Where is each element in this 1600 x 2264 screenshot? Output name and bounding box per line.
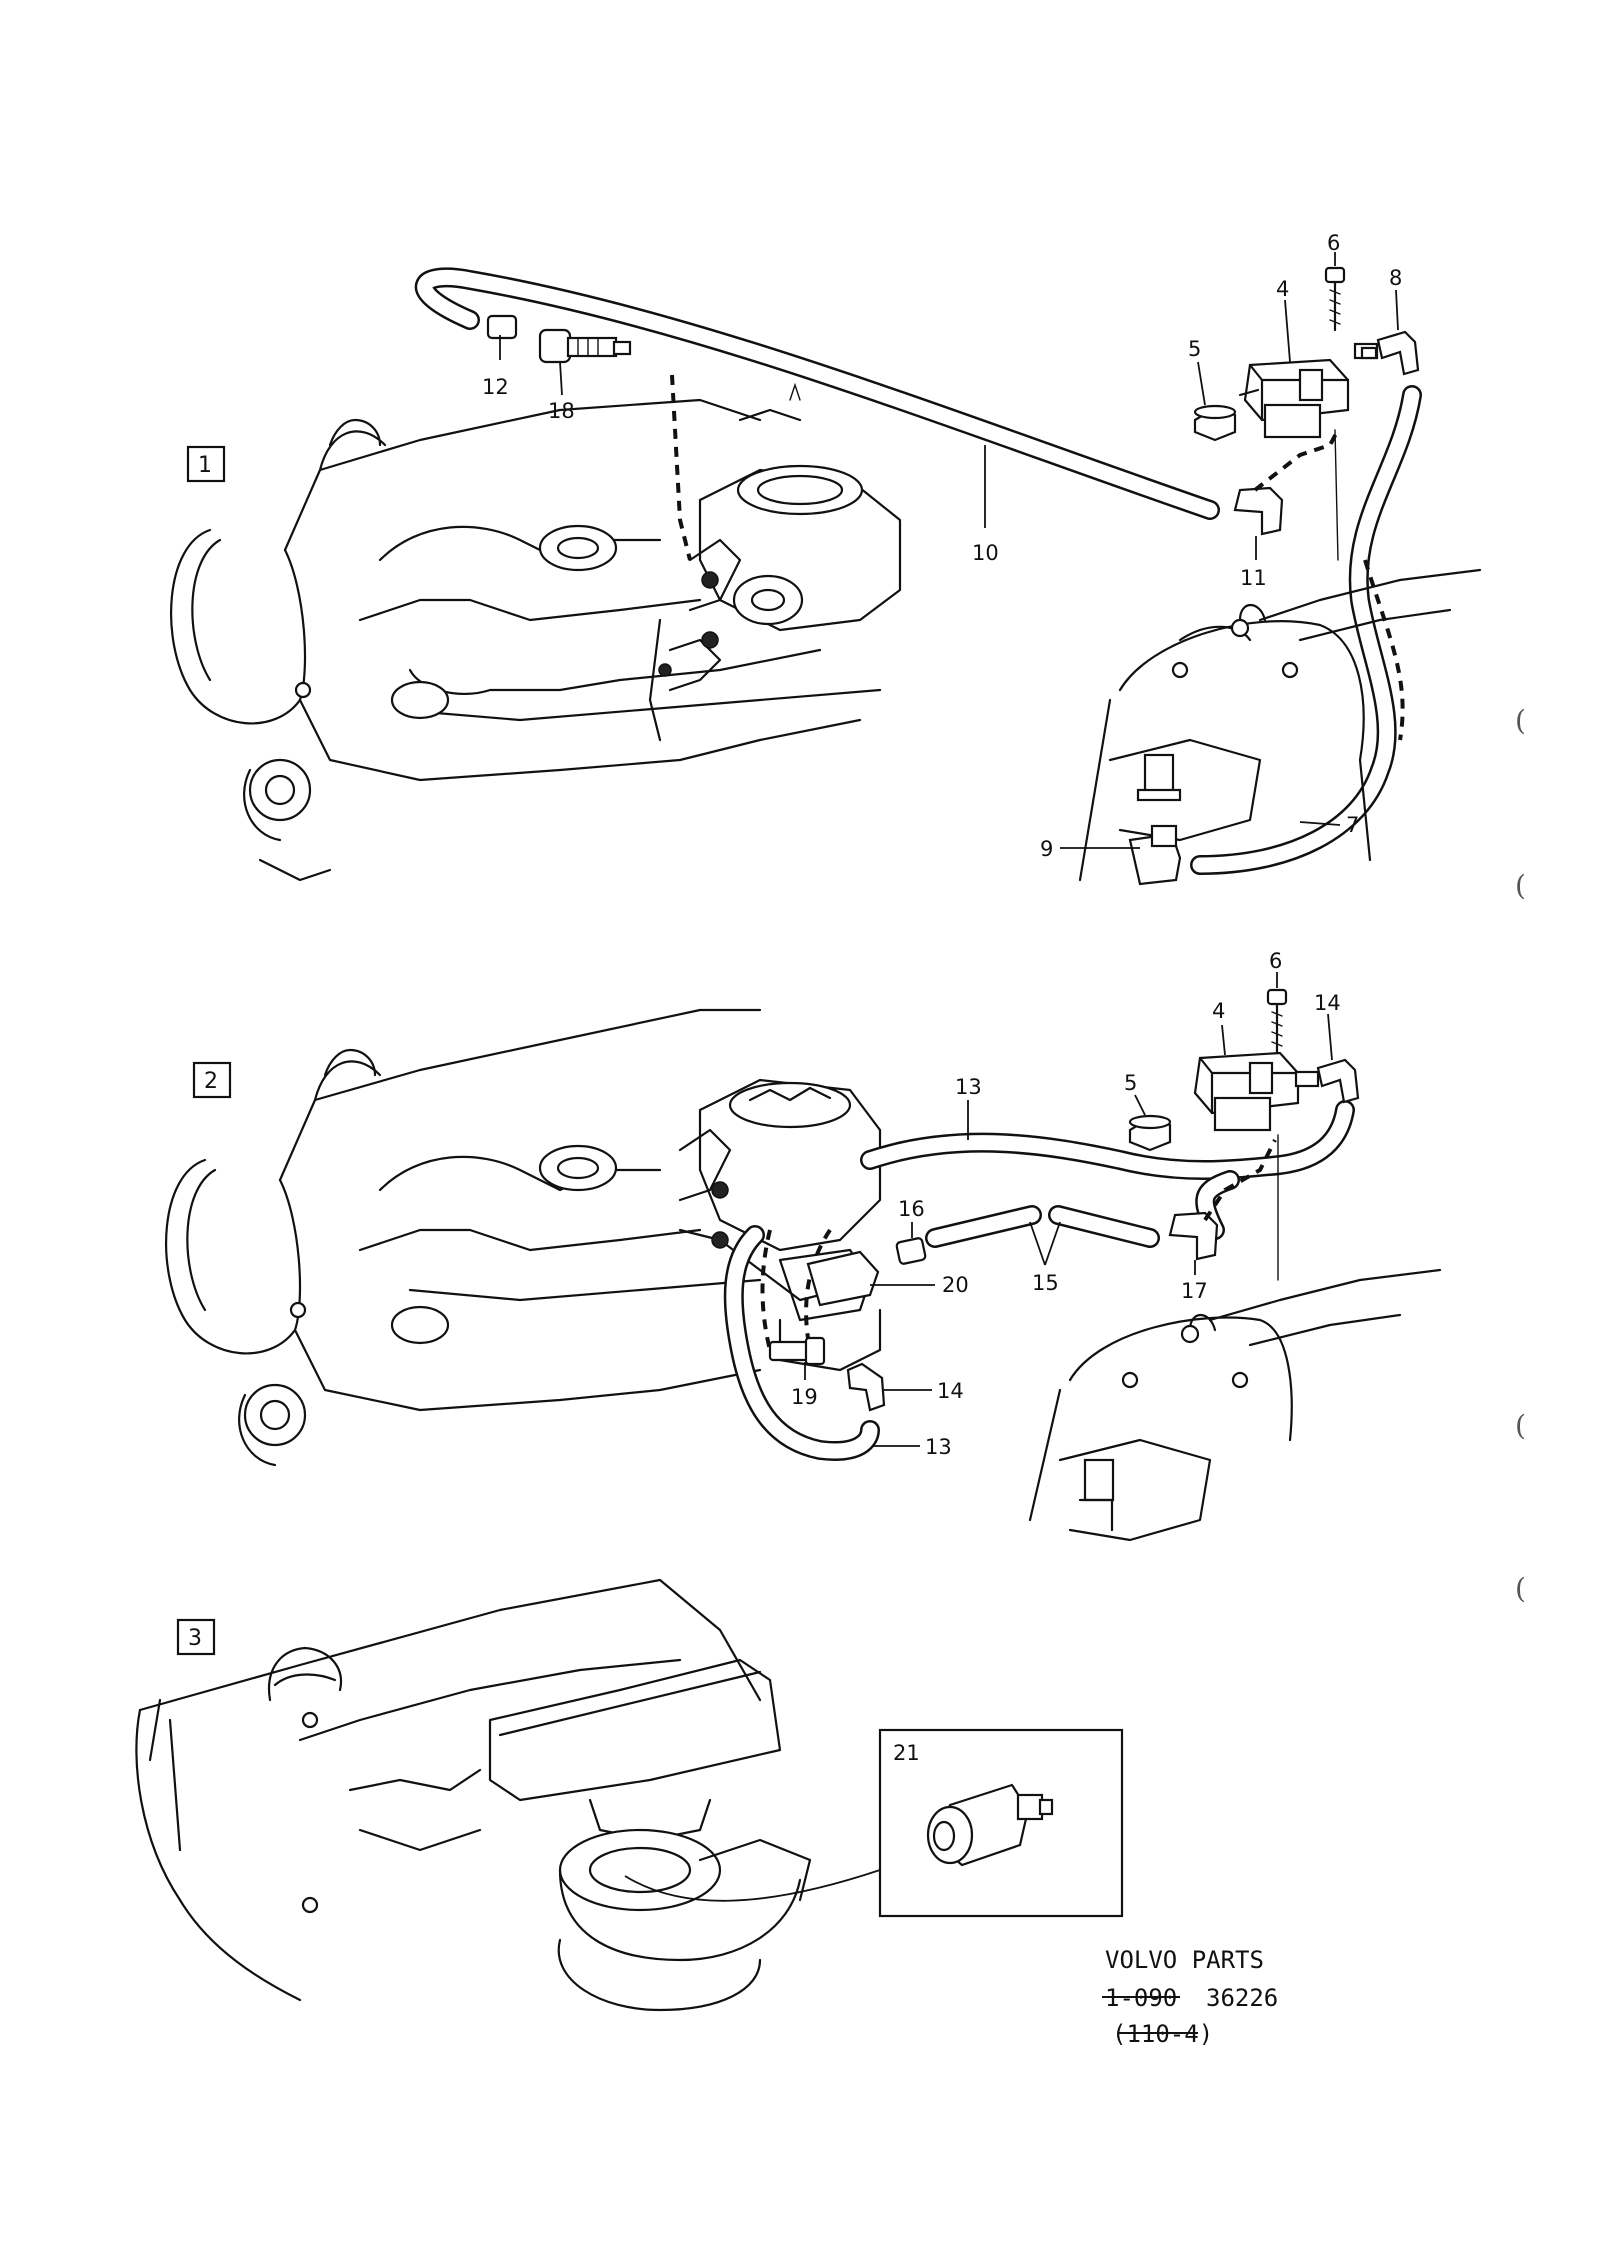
figure-1-label-box	[186, 445, 226, 483]
callout-5: 5	[1188, 337, 1201, 361]
margin-mark-1: (	[1515, 704, 1526, 737]
carburetor-1	[648, 382, 902, 742]
figure-2-label: 2	[204, 1069, 218, 1094]
screw-6b	[1266, 988, 1288, 1054]
mounting-line-1	[1334, 429, 1339, 561]
callout-13a: 13	[955, 1075, 982, 1099]
hose-13b	[723, 1225, 880, 1461]
callouts-figure-2: 13 5 4 6 14 16 15 17 20 19 14 13	[791, 949, 1341, 1459]
hose-7	[1190, 385, 1422, 875]
dashed-routing-11	[1253, 429, 1340, 492]
carburetor-2	[678, 1078, 882, 1372]
callout-6: 6	[1327, 231, 1340, 255]
callout-18: 18	[548, 399, 575, 423]
margin-mark-4: (	[1515, 1572, 1526, 1605]
callout-6b: 6	[1269, 949, 1282, 973]
engine-block-3	[135, 1578, 812, 2012]
figure-2-label-box	[192, 1061, 232, 1099]
dashed-hose-13c	[804, 1228, 832, 1351]
callout-7: 7	[1346, 813, 1359, 837]
connector-16	[895, 1237, 927, 1265]
reference-number-text: 36226	[1206, 1984, 1278, 2012]
gasket-20	[806, 1250, 880, 1307]
dashed-routing-18	[670, 374, 692, 561]
part-reference-block: VOLVO PARTS 1-090 36226 (110-4)	[1102, 1946, 1278, 2048]
margin-marks: ( ( ( (	[1515, 704, 1526, 1605]
figure-1-label: 1	[198, 453, 212, 478]
figure-3-label: 3	[188, 1626, 202, 1651]
dashed-hose-13b	[760, 1229, 772, 1351]
valve-18	[538, 328, 632, 364]
callout-5b: 5	[1124, 1071, 1137, 1095]
air-cleaner-housing-1	[1078, 568, 1482, 882]
valve-19	[768, 1336, 826, 1366]
sensor-21	[926, 1783, 1054, 1867]
elbow-17	[1168, 1211, 1219, 1261]
t-fitting-9	[1128, 753, 1182, 886]
callout-15: 15	[1032, 1271, 1059, 1295]
connector-12	[486, 314, 518, 340]
callout-20: 20	[942, 1273, 969, 1297]
figure-1: 1	[170, 231, 1482, 886]
vacuum-hose-10	[415, 267, 1220, 520]
callout-13b: 13	[925, 1435, 952, 1459]
callout-4b: 4	[1212, 999, 1225, 1023]
elbow-11	[1233, 486, 1284, 536]
dashed-routing-17	[1203, 1139, 1277, 1222]
callout-4: 4	[1276, 277, 1289, 301]
engine-block-2	[165, 1008, 762, 1467]
margin-mark-3: (	[1515, 1409, 1526, 1442]
brand-text: VOLVO PARTS	[1105, 1946, 1264, 1974]
vacuum-hose-13	[860, 1100, 1355, 1240]
callout-14a: 14	[1314, 991, 1341, 1015]
callouts-figure-1: 12 18 10 5 4 6 8 11 9 7	[482, 231, 1402, 861]
callout-21: 21	[893, 1741, 920, 1765]
elbow-8	[1353, 330, 1420, 376]
hose-15	[925, 1205, 1160, 1248]
margin-mark-2: (	[1515, 869, 1526, 902]
callout-14b: 14	[937, 1379, 964, 1403]
cap-5	[1193, 404, 1237, 442]
cap-5b	[1128, 1114, 1172, 1152]
callout-11: 11	[1240, 566, 1267, 590]
elbow-14a	[1294, 1058, 1360, 1104]
solenoid-valve-4b	[1193, 1051, 1300, 1132]
inset-sensor-21: 21	[624, 1728, 1124, 1918]
callout-8: 8	[1389, 266, 1402, 290]
callout-17: 17	[1181, 1279, 1208, 1303]
callout-19: 19	[791, 1385, 818, 1409]
figure-3: 3 21	[135, 1578, 1124, 2012]
air-cleaner-housing-2	[1028, 1268, 1442, 1542]
screw-6	[1324, 266, 1346, 332]
inset-leader	[624, 1869, 881, 1902]
solenoid-valve-4	[1238, 358, 1350, 439]
callout-9: 9	[1040, 837, 1053, 861]
engine-block-1	[170, 398, 882, 882]
callout-10: 10	[972, 541, 999, 565]
figure-2: 2	[165, 949, 1442, 1542]
elbow-14b	[846, 1362, 886, 1412]
callout-16: 16	[898, 1197, 925, 1221]
dashed-hose-7	[1363, 559, 1405, 741]
figure-3-label-box	[176, 1618, 216, 1656]
callout-12: 12	[482, 375, 509, 399]
